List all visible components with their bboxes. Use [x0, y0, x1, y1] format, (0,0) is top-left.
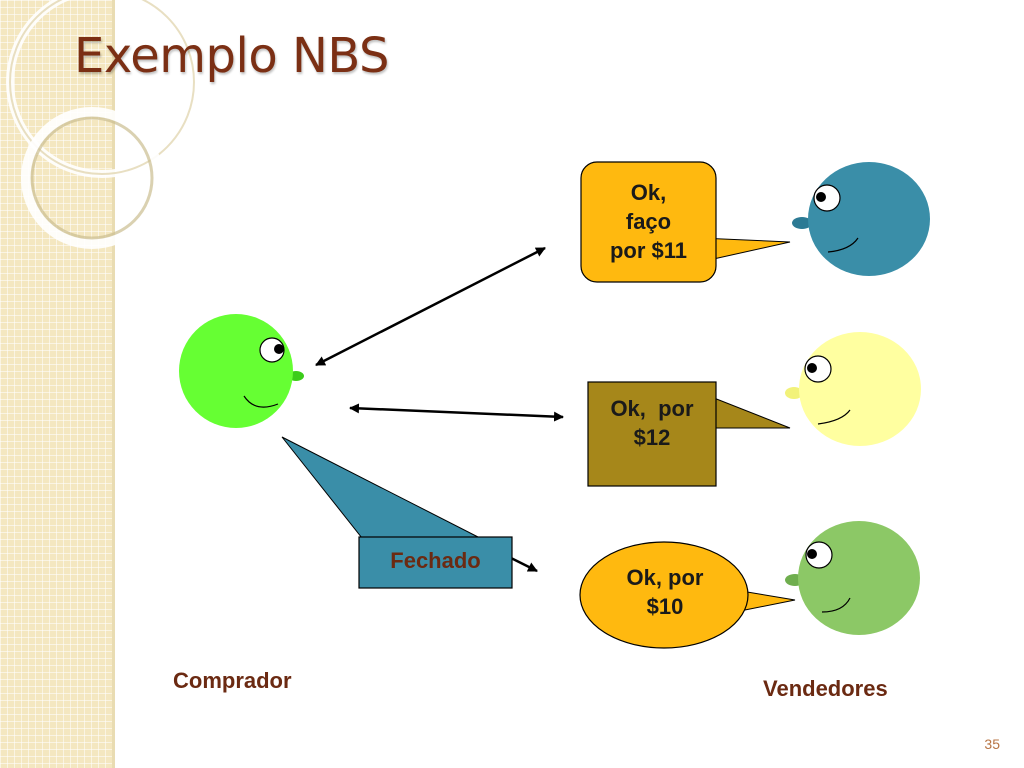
- seller-3-bubble: [579, 541, 749, 649]
- buyer-pupil: [274, 344, 284, 354]
- arrow-buyer-seller-2: [349, 403, 564, 422]
- seller-2-mouth: [817, 409, 851, 425]
- seller-3-head: [798, 521, 920, 635]
- buyer-head: [179, 314, 293, 428]
- deco-ring-small-shadow: [30, 116, 154, 240]
- deco-ring-large-shadow: [9, 0, 195, 175]
- seller-1-offer-text: Ok, faço por $11: [581, 178, 716, 265]
- seller-1-mouth: [827, 237, 859, 253]
- seller-2-head: [799, 332, 921, 446]
- seller-3-mouth: [821, 597, 851, 613]
- seller-3-pupil: [807, 549, 817, 559]
- slide-title: Exemplo NBS: [74, 28, 389, 84]
- buyer-label: Comprador: [173, 668, 292, 693]
- seller-2-bubble-tail: [713, 397, 791, 429]
- seller-1-pupil: [816, 192, 826, 202]
- seller-1-bubble: [580, 161, 717, 283]
- seller-3-eye: [805, 541, 833, 569]
- seller-2-offer-line-2: $12: [633, 425, 671, 450]
- seller-1-group: [580, 161, 930, 283]
- seller-1-offer-line-1: Ok,: [630, 180, 667, 205]
- fechado-callout-box: [358, 536, 513, 589]
- seller-2-offer-text: Ok, por $12: [588, 394, 716, 452]
- seller-2-eye: [804, 355, 832, 383]
- arrow-buyer-seller-1: [315, 246, 546, 367]
- page-number: 35: [984, 736, 1000, 752]
- buyer-eye: [259, 337, 285, 363]
- buyer-face: [179, 314, 304, 428]
- seller-3-offer-text: Ok, por $10: [581, 563, 749, 621]
- seller-1-head: [808, 162, 930, 276]
- fechado-callout-pointer: [281, 436, 481, 539]
- seller-2-nose: [785, 387, 803, 399]
- seller-2-offer-line-1: Ok, por: [610, 396, 694, 421]
- deco-ring-small: [21, 107, 163, 249]
- seller-3-offer-line-1: Ok, por: [626, 565, 704, 590]
- seller-1-eye: [813, 184, 841, 212]
- side-band-edge: [112, 0, 115, 768]
- seller-3-group: [579, 521, 920, 649]
- seller-1-nose: [792, 217, 812, 229]
- buyer-mouth: [243, 395, 279, 408]
- fechado-callout-text: Fechado: [390, 548, 481, 573]
- seller-2-group: [587, 332, 921, 487]
- seller-2-pupil: [807, 363, 817, 373]
- seller-1-offer-line-2: faço: [625, 209, 672, 234]
- seller-3-offer-line-2: $10: [646, 594, 684, 619]
- sellers-label: Vendedores: [763, 676, 888, 701]
- seller-2-bubble: [587, 381, 717, 487]
- seller-1-offer-line-3: por $11: [609, 238, 688, 263]
